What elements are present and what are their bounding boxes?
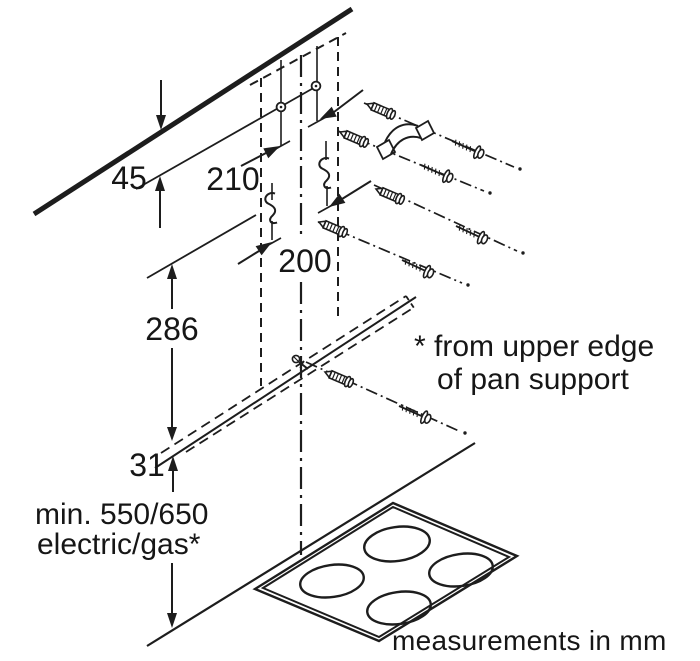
burner-left: [299, 563, 365, 599]
footnote-line2: of pan support: [437, 363, 629, 396]
rail-screw-flange: [299, 360, 305, 369]
hook-level-line: [146, 214, 257, 279]
axis-end-dot-row1: [518, 167, 522, 171]
hole2-measure-tick: [307, 116, 327, 128]
hanging-hook-right: [317, 156, 335, 190]
units-note: measurements in mm: [392, 625, 667, 656]
min-distance-note-line1: min. 550/650: [35, 498, 208, 531]
mounting-hole-right-center: [314, 84, 318, 88]
min-distance-note-line2: electric/gas*: [37, 528, 201, 561]
burner-bottom: [366, 590, 432, 626]
rail-bottom-dashed-edge: [185, 307, 414, 453]
dim-200-left-arrowhead: [255, 242, 272, 256]
dim-286-label: 286: [145, 311, 198, 347]
rail-screw-slot: [293, 356, 299, 362]
dim-210-right-arrowhead: [320, 106, 337, 119]
cooktop: [252, 501, 520, 643]
axis-end-dot-row4: [466, 283, 470, 287]
dim-210-left-arrowhead: [263, 146, 280, 159]
wall-plug-row5: [322, 366, 356, 390]
dim-200-right-arrowhead: [329, 193, 346, 207]
dim-45-label: 45: [111, 160, 147, 196]
chimney-outline-top: [249, 32, 347, 86]
dim-200-right-leader: [341, 180, 372, 200]
wall-plug-row1: [364, 98, 398, 122]
rail-right-cap: [405, 295, 415, 309]
dim-210-left-leader: [240, 152, 267, 167]
footnote-line1: * from upper edge: [414, 330, 654, 363]
upper-hole-level-line: [135, 85, 318, 190]
cooktop-outer-edge: [252, 501, 520, 643]
burner-right: [428, 552, 494, 588]
screw-row1: [448, 134, 487, 162]
dim-286-arrow-down-head: [167, 427, 177, 441]
dim-min-arrow-down-head: [167, 613, 177, 628]
rail-screw-shaft: [298, 361, 309, 370]
dim-45-arrow-up-head: [155, 176, 165, 191]
bracket-left-foot: [375, 138, 397, 161]
burner-top: [363, 525, 431, 563]
wall-edge-line: [32, 6, 354, 217]
cooktop-inner-edge: [260, 505, 512, 639]
bracket-arch-inner: [390, 135, 422, 155]
countertop-edge-line: [146, 442, 476, 647]
dim-31-label: 31: [129, 447, 165, 483]
axis-end-dot-row2: [488, 191, 492, 195]
dim-200-label: 200: [278, 243, 331, 279]
axis-end-dot-row5: [463, 431, 467, 435]
screw-row2: [417, 158, 456, 186]
bracket-arch-outer: [384, 123, 419, 143]
dim-200-left-leader: [237, 250, 260, 265]
bracket-right-foot: [414, 119, 436, 142]
wall-plug-row2: [337, 126, 371, 150]
wall-plug-row4: [316, 216, 350, 240]
dim-286-arrow-up-head: [167, 264, 177, 279]
mounting-hole-left-center: [279, 105, 283, 109]
rail-screw: [291, 354, 309, 370]
dim-31-arrow-up-head: [168, 456, 178, 471]
screw-row5: [395, 399, 434, 427]
dim-210-right-leader: [333, 89, 364, 113]
mounting-bracket: [375, 119, 436, 161]
dim-45-arrow-down-head: [156, 115, 166, 130]
hood-bottom-edge-line: [154, 296, 417, 469]
rail-top-dashed-edge: [160, 295, 407, 454]
dim-210-label: 210: [206, 161, 259, 197]
axis-end-dot-row3: [521, 251, 525, 255]
